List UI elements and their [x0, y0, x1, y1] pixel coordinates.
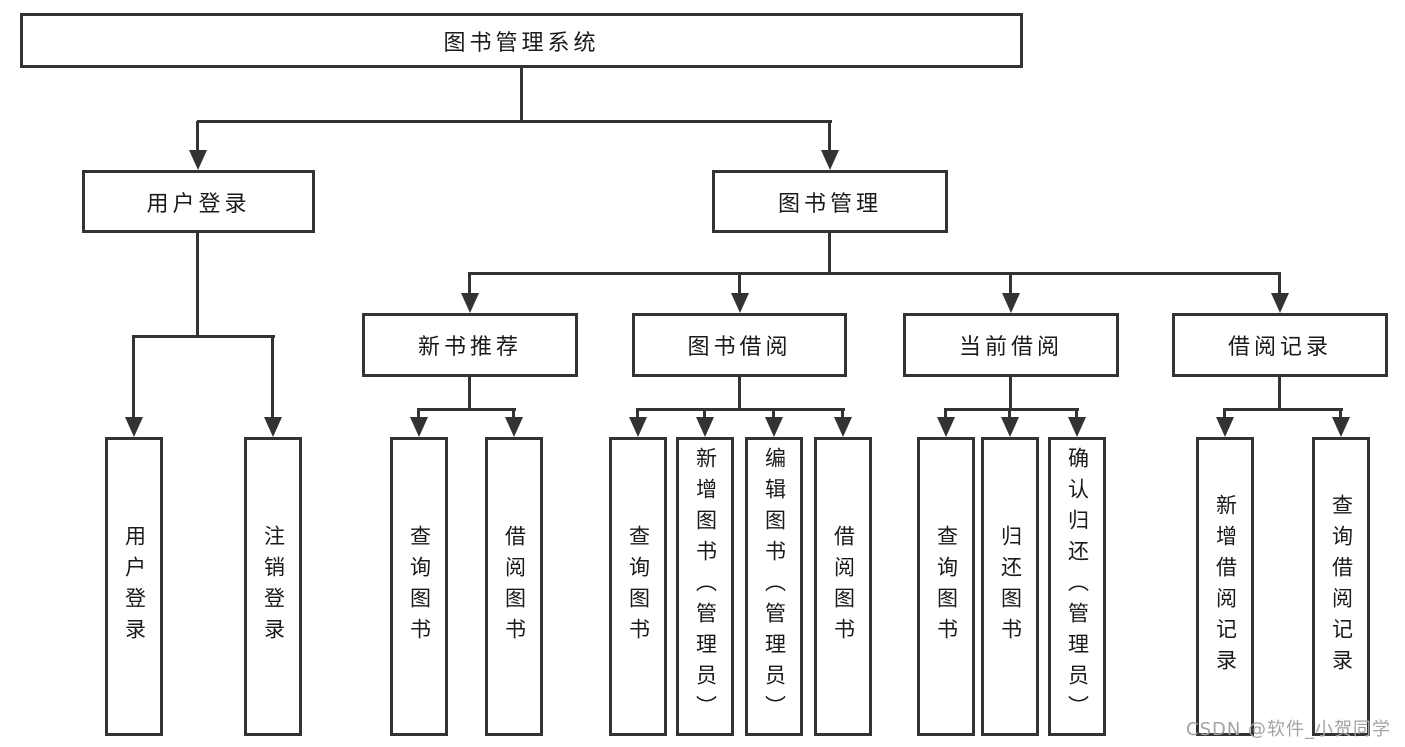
leaf-query-books-3: 查询图书: [917, 437, 975, 736]
node-label: 新书推荐: [417, 335, 522, 360]
arrow-down-icon: [505, 417, 523, 437]
connector-line: [196, 231, 199, 337]
node-label: 用户登录: [122, 524, 147, 649]
node-label: 图书管理: [777, 191, 882, 217]
connector-line: [772, 408, 775, 420]
connector-line: [468, 272, 471, 296]
node-book-borrowing: 图书借阅: [632, 313, 847, 377]
node-label: 查询图书: [934, 524, 959, 649]
watermark: CSDN @软件_小贺同学: [1186, 719, 1392, 740]
node-label: 注销登录: [261, 524, 286, 649]
connector-line: [944, 408, 947, 420]
node-label: 查询图书: [407, 524, 432, 649]
arrow-down-icon: [731, 293, 749, 313]
leaf-query-borrow-record: 查询借阅记录: [1312, 437, 1370, 736]
node-borrowing-records: 借阅记录: [1172, 313, 1388, 377]
arrow-down-icon: [264, 417, 282, 437]
node-user-login: 用户登录: [82, 170, 315, 233]
arrow-down-icon: [461, 293, 479, 313]
connector-line: [1009, 272, 1012, 296]
leaf-confirm-return-admin: 确认归还（管理员）: [1048, 437, 1106, 736]
connector-line: [1223, 408, 1343, 411]
node-current-borrowing: 当前借阅: [903, 313, 1119, 377]
arrow-down-icon: [765, 417, 783, 437]
connector-line: [417, 408, 420, 420]
node-label: 图书借阅: [687, 335, 792, 360]
leaf-borrow-books-2: 借阅图书: [814, 437, 872, 736]
arrow-down-icon: [1271, 293, 1289, 313]
connector-line: [1009, 375, 1012, 410]
connector-line: [271, 335, 274, 420]
connector-line: [703, 408, 706, 420]
connector-line: [738, 375, 741, 410]
connector-line: [468, 272, 1281, 275]
leaf-logout: 注销登录: [244, 437, 302, 736]
node-library-management-system: 图书管理系统: [20, 13, 1023, 68]
leaf-borrow-books-1: 借阅图书: [485, 437, 543, 736]
connector-line: [512, 408, 515, 420]
arrow-down-icon: [189, 150, 207, 170]
node-label: 确认归还（管理员）: [1065, 447, 1090, 726]
leaf-return-books: 归还图书: [981, 437, 1039, 736]
connector-line: [1278, 272, 1281, 296]
node-label: 借阅记录: [1227, 335, 1332, 360]
arrow-down-icon: [1002, 293, 1020, 313]
connector-line: [520, 66, 523, 121]
connector-line: [197, 120, 832, 123]
connector-line: [636, 408, 639, 420]
connector-line: [1223, 408, 1226, 420]
connector-line: [1075, 408, 1078, 420]
arrow-down-icon: [834, 417, 852, 437]
arrow-down-icon: [629, 417, 647, 437]
arrow-down-icon: [696, 417, 714, 437]
node-label: 图书管理系统: [443, 30, 600, 56]
connector-line: [841, 408, 844, 420]
arrow-down-icon: [1001, 417, 1019, 437]
node-label: 新增借阅记录: [1213, 493, 1238, 680]
arrow-down-icon: [1332, 417, 1350, 437]
leaf-add-borrow-record: 新增借阅记录: [1196, 437, 1254, 736]
leaf-query-books-2: 查询图书: [609, 437, 667, 736]
node-label: 查询借阅记录: [1329, 493, 1354, 680]
leaf-edit-books-admin: 编辑图书（管理员）: [745, 437, 803, 736]
node-label: 借阅图书: [502, 524, 527, 649]
arrow-down-icon: [1068, 417, 1086, 437]
arrow-down-icon: [1216, 417, 1234, 437]
node-label: 归还图书: [998, 524, 1023, 649]
connector-line: [1008, 408, 1011, 420]
node-new-book-recommendation: 新书推荐: [362, 313, 578, 377]
connector-line: [828, 121, 831, 153]
arrow-down-icon: [937, 417, 955, 437]
connector-line: [132, 335, 135, 420]
arrow-down-icon: [821, 150, 839, 170]
leaf-user-login: 用户登录: [105, 437, 163, 736]
connector-line: [468, 375, 471, 410]
leaf-add-books-admin: 新增图书（管理员）: [676, 437, 734, 736]
connector-line: [132, 335, 275, 338]
connector-line: [738, 272, 741, 296]
leaf-query-books-1: 查询图书: [390, 437, 448, 736]
node-label: 编辑图书（管理员）: [762, 447, 787, 726]
connector-line: [417, 408, 516, 411]
node-label: 当前借阅: [958, 335, 1063, 360]
connector-line: [1278, 375, 1281, 410]
node-label: 借阅图书: [831, 524, 856, 649]
node-label: 新增图书（管理员）: [693, 447, 718, 726]
node-label: 查询图书: [626, 524, 651, 649]
node-label: 用户登录: [146, 191, 251, 217]
node-book-management: 图书管理: [712, 170, 948, 233]
arrow-down-icon: [410, 417, 428, 437]
connector-line: [828, 231, 831, 274]
connector-line: [944, 408, 1079, 411]
connector-line: [1339, 408, 1342, 420]
connector-line: [196, 121, 199, 153]
arrow-down-icon: [125, 417, 143, 437]
connector-line: [636, 408, 845, 411]
